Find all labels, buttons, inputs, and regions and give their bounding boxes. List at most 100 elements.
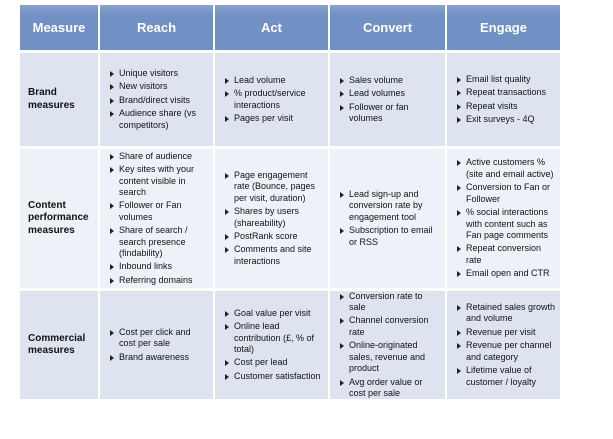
row-label-brand-measures: Brand measures — [20, 53, 98, 146]
bullet-triangle-icon — [457, 246, 461, 253]
bullet-item: Audience share (vs competitors) — [110, 108, 209, 131]
bullet-text: Follower or fan volumes — [349, 101, 409, 123]
bullet-triangle-icon — [110, 167, 114, 174]
bullet-triangle-icon — [110, 111, 114, 118]
bullet-triangle-icon — [457, 103, 461, 110]
bullet-item: Exit surveys - 4Q — [457, 114, 546, 125]
bullet-text: Active customers % (site and email activ… — [466, 157, 554, 179]
bullet-triangle-icon — [110, 354, 114, 361]
bullet-text: Goal value per visit — [234, 307, 311, 318]
bullet-text: Share of audience — [119, 150, 193, 161]
bullet-triangle-icon — [457, 185, 461, 192]
bullet-item: Follower or fan volumes — [340, 102, 441, 125]
bullet-triangle-icon — [225, 247, 229, 254]
cell-content-convert: Lead sign-up and conversion rate by enga… — [330, 149, 445, 288]
bullet-text: Brand awareness — [119, 351, 190, 362]
bullet-item: Cost per lead — [225, 357, 324, 368]
header-cell-reach: Reach — [100, 5, 213, 50]
bullet-item: PostRank score — [225, 231, 324, 242]
bullet-triangle-icon — [457, 116, 461, 123]
bullet-text: Cost per lead — [234, 357, 288, 368]
bullet-triangle-icon — [340, 318, 344, 325]
bullet-text: Lead volume — [234, 74, 286, 85]
bullet-item: Page engagement rate (Bounce, pages per … — [225, 170, 324, 204]
bullet-triangle-icon — [225, 91, 229, 98]
bullet-text: PostRank score — [234, 230, 298, 241]
bullet-triangle-icon — [457, 76, 461, 83]
bullet-text: Repeat transactions — [466, 87, 547, 98]
bullet-triangle-icon — [225, 172, 229, 179]
bullet-triangle-icon — [340, 293, 344, 300]
bullet-list: Lead volume % product/service interaction… — [215, 69, 328, 131]
bullet-text: Exit surveys - 4Q — [466, 113, 535, 124]
bullet-list: Lead sign-up and conversion rate by enga… — [330, 183, 445, 254]
bullet-item: % product/service interactions — [225, 88, 324, 111]
bullet-text: Shares by users (shareability) — [234, 206, 300, 228]
bullet-item: Repeat visits — [457, 101, 546, 112]
bullet-item: Revenue per channel and category — [457, 340, 556, 363]
row-label-content-performance-measures: Content performance measures — [20, 149, 98, 288]
bullet-text: Customer satisfaction — [234, 370, 321, 381]
row-label-commercial-measures: Commercial measures — [20, 291, 98, 399]
bullet-item: Brand awareness — [110, 352, 209, 363]
bullet-text: Unique visitors — [119, 67, 179, 78]
bullet-triangle-icon — [225, 373, 229, 380]
bullet-item: Revenue per visit — [457, 327, 556, 338]
bullet-text: % product/service interactions — [234, 88, 306, 110]
bullet-text: Share of search / search presence (finda… — [119, 225, 188, 259]
bullet-triangle-icon — [457, 210, 461, 217]
bullet-item: Lead volumes — [340, 88, 441, 99]
bullet-text: Key sites with your content visible in s… — [119, 164, 195, 197]
bullet-item: Goal value per visit — [225, 308, 324, 319]
header-cell-measure: Measure — [20, 5, 98, 50]
bullet-text: Brand/direct visits — [119, 94, 191, 105]
bullet-text: Conversion to Fan or Follower — [466, 182, 551, 204]
bullet-item: Channel conversion rate — [340, 315, 441, 338]
bullet-text: Page engagement rate (Bounce, pages per … — [234, 169, 316, 203]
race-framework-table: Measure Reach Act Convert Engage Brand m… — [20, 5, 560, 399]
bullet-triangle-icon — [340, 104, 344, 111]
bullet-item: Share of search / search presence (finda… — [110, 225, 209, 259]
bullet-text: Audience share (vs competitors) — [119, 108, 197, 130]
bullet-triangle-icon — [225, 115, 229, 122]
bullet-item: Lead sign-up and conversion rate by enga… — [340, 189, 441, 223]
bullet-triangle-icon — [110, 329, 114, 336]
bullet-text: Lead volumes — [349, 88, 406, 99]
bullet-text: Repeat conversion rate — [466, 243, 542, 265]
bullet-triangle-icon — [340, 91, 344, 98]
bullet-triangle-icon — [457, 160, 461, 167]
bullet-triangle-icon — [225, 324, 229, 331]
header-cell-convert: Convert — [330, 5, 445, 50]
bullet-triangle-icon — [225, 310, 229, 317]
bullet-triangle-icon — [457, 368, 461, 375]
bullet-item: Cost per click and cost per sale — [110, 327, 209, 350]
bullet-triangle-icon — [110, 97, 114, 104]
bullet-item: Online lead contribution (£, % of total) — [225, 321, 324, 355]
bullet-triangle-icon — [225, 77, 229, 84]
bullet-triangle-icon — [110, 277, 114, 284]
bullet-text: Channel conversion rate — [349, 315, 429, 337]
bullet-text: Conversion rate to sale — [349, 290, 423, 313]
bullet-text: Sales volume — [349, 74, 404, 85]
bullet-text: Subscription to email or RSS — [349, 225, 433, 247]
bullet-item: Comments and site interactions — [225, 244, 324, 267]
bullet-item: Conversion to Fan or Follower — [457, 182, 556, 205]
bullet-text: Avg order value or cost per sale — [349, 376, 423, 398]
bullet-triangle-icon — [457, 90, 461, 97]
bullet-triangle-icon — [110, 264, 114, 271]
bullet-text: Email list quality — [466, 73, 531, 84]
bullet-item: Pages per visit — [225, 113, 324, 124]
bullet-item: Follower or Fan volumes — [110, 200, 209, 223]
bullet-item: Sales volume — [340, 75, 441, 86]
